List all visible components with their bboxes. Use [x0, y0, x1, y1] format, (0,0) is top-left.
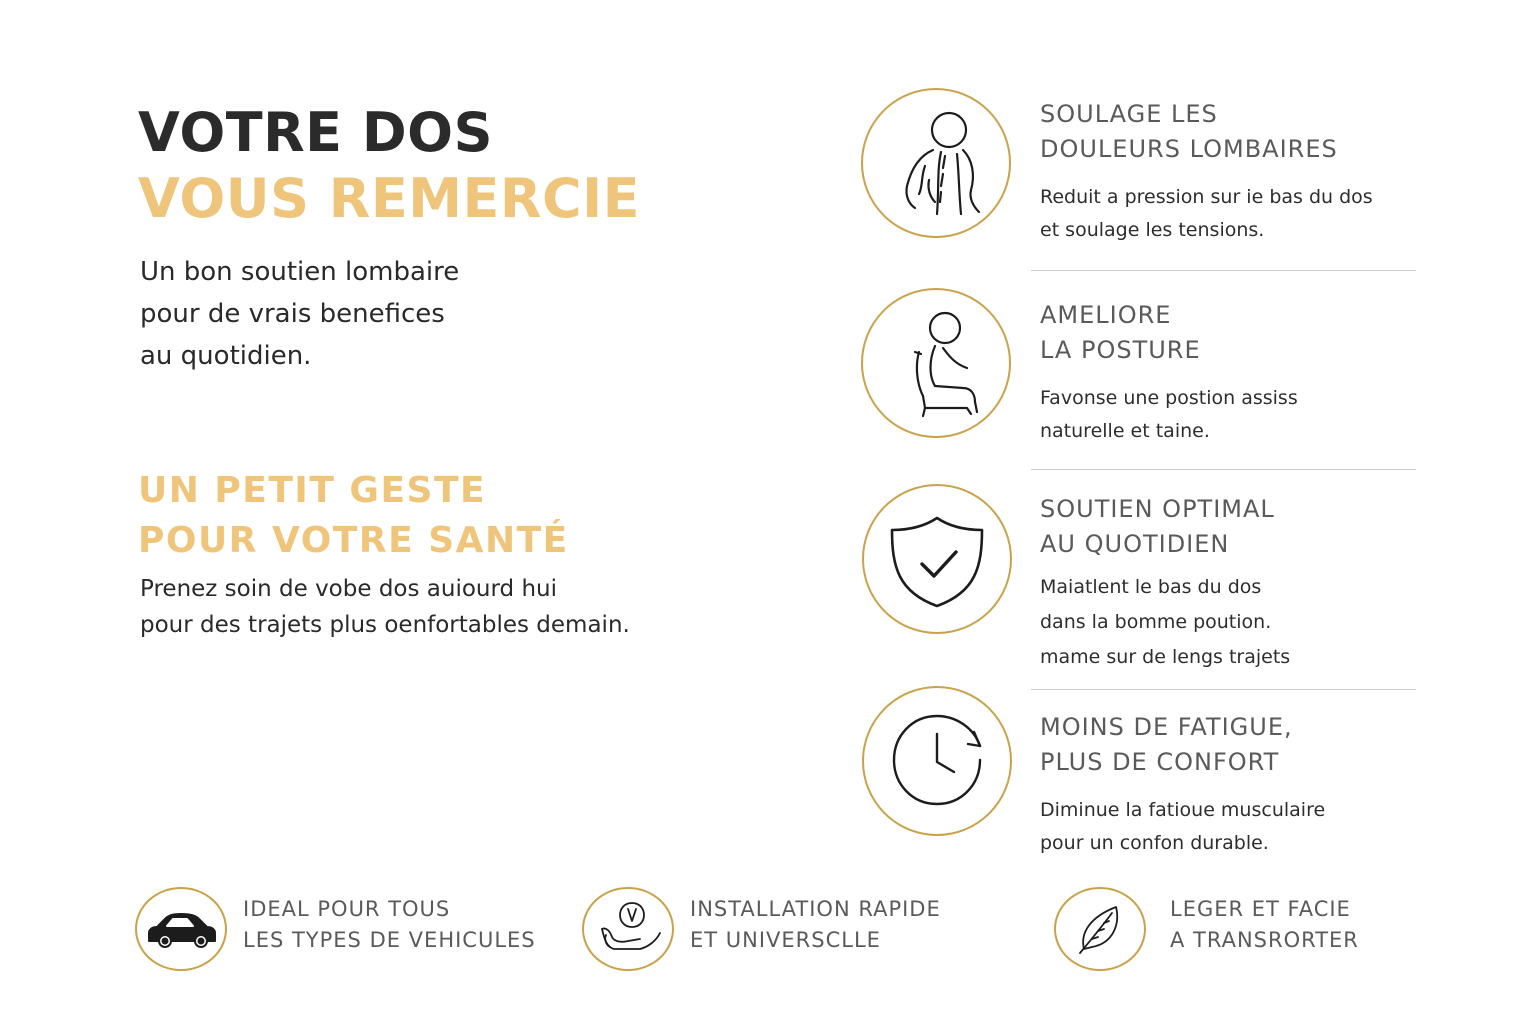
clock-icon [892, 714, 982, 806]
hero-subtitle: Un bon soutien lombaire pour de vrais be… [140, 251, 459, 377]
divider [1031, 270, 1416, 271]
hero-title-line2: VOUS REMERCIE [138, 167, 641, 230]
benefit-text: SOULAGE LES DOULEURS LOMBAIRES Reduit a … [1040, 97, 1430, 247]
hero-title: VOTRE DOS VOUS REMERCIE [138, 100, 640, 232]
benefit-description-line: Maiatlent le bas du dos [1040, 576, 1262, 598]
benefit-title-line: SOUTIEN OPTIMAL [1040, 495, 1275, 523]
benefit-description: Favonse une postion assiss naturelle et … [1040, 382, 1430, 448]
feature-label-line: A TRANSRORTER [1170, 928, 1359, 952]
benefit-description: Diminue la fatioue musculaire pour un co… [1040, 794, 1430, 860]
benefit-description-line: Favonse une postion assiss [1040, 387, 1298, 409]
benefit-icon-circle [861, 288, 1011, 438]
benefit-title: AMELIORE LA POSTURE [1040, 298, 1430, 368]
benefit-title-line: PLUS DE CONFORT [1040, 748, 1280, 776]
benefit-title: SOULAGE LES DOULEURS LOMBAIRES [1040, 97, 1430, 167]
leaf-icon [1079, 906, 1118, 954]
benefit-description-line: et soulage les tensions. [1040, 219, 1265, 241]
benefit-title-line: LA POSTURE [1040, 336, 1201, 364]
benefit-description-line: Diminue la fatioue musculaire [1040, 799, 1326, 821]
benefit-title-line: DOULEURS LOMBAIRES [1040, 135, 1338, 163]
benefit-description: Reduit a pression sur ie bas du dos et s… [1040, 181, 1430, 247]
benefit-icon-circle [862, 484, 1012, 634]
benefit-description-line: mame sur de lengs trajets [1040, 646, 1291, 668]
benefit-description-line: dans la bomme poution. [1040, 611, 1272, 633]
seated-posture-icon [913, 311, 979, 418]
feature-label-line: IDEAL POUR TOUS [243, 897, 451, 921]
feature-icon-circle [135, 887, 227, 971]
feature-label-line: INSTALLATION RAPIDE [690, 897, 941, 921]
feature-label: IDEAL POUR TOUS LES TYPES DE VEHICULES [243, 894, 536, 956]
hand-install-icon [601, 902, 661, 950]
feature-label-line: LES TYPES DE VEHICULES [243, 928, 536, 952]
benefit-title-line: AU QUOTIDIEN [1040, 530, 1230, 558]
back-pain-figure-icon [905, 111, 981, 216]
benefit-title-line: AMELIORE [1040, 301, 1172, 329]
hero-subtitle-line: au quotidien. [140, 341, 312, 371]
benefit-title-line: SOULAGE LES [1040, 100, 1218, 128]
benefit-icon-circle [861, 88, 1011, 238]
benefit-text: SOUTIEN OPTIMAL AU QUOTIDIEN Maiatlent l… [1040, 492, 1430, 675]
hero-subtitle-line: Un bon soutien lombaire [140, 257, 460, 287]
gesture-title-line: POUR VOTRE SANTÉ [138, 520, 569, 561]
benefit-description-line: naturelle et taine. [1040, 420, 1210, 442]
benefit-description-line: Reduit a pression sur ie bas du dos [1040, 186, 1373, 208]
divider [1031, 689, 1416, 690]
benefit-icon-circle [862, 686, 1012, 836]
gesture-text-line: Prenez soin de vobe dos auiourd hui [140, 576, 557, 602]
feature-label-line: ET UNIVERSCLLE [690, 928, 881, 952]
benefit-text: AMELIORE LA POSTURE Favonse une postion … [1040, 298, 1430, 448]
shield-check-icon [890, 516, 984, 608]
gesture-title: UN PETIT GESTE POUR VOTRE SANTÉ [138, 466, 569, 566]
gesture-text: Prenez soin de vobe dos auiourd hui pour… [140, 571, 630, 643]
feature-icon-circle [582, 887, 674, 971]
feature-label: INSTALLATION RAPIDE ET UNIVERSCLLE [690, 894, 941, 956]
feature-icon-circle [1054, 887, 1146, 971]
hero-subtitle-line: pour de vrais benefices [140, 299, 445, 329]
benefit-title-line: MOINS DE FATIGUE, [1040, 713, 1293, 741]
benefit-description-line: pour un confon durable. [1040, 832, 1269, 854]
feature-label-line: LEGER ET FACIE [1170, 897, 1351, 921]
benefit-title: MOINS DE FATIGUE, PLUS DE CONFORT [1040, 710, 1430, 780]
benefit-text: MOINS DE FATIGUE, PLUS DE CONFORT Diminu… [1040, 710, 1430, 860]
feature-label: LEGER ET FACIE A TRANSRORTER [1170, 894, 1359, 956]
benefit-description: Maiatlent le bas du dos dans la bomme po… [1040, 570, 1430, 675]
hero-title-line1: VOTRE DOS [138, 101, 493, 164]
divider [1031, 469, 1416, 470]
benefit-title: SOUTIEN OPTIMAL AU QUOTIDIEN [1040, 492, 1430, 562]
gesture-text-line: pour des trajets plus oenfortables demai… [140, 612, 630, 638]
car-icon [148, 913, 216, 948]
gesture-title-line: UN PETIT GESTE [138, 470, 487, 511]
